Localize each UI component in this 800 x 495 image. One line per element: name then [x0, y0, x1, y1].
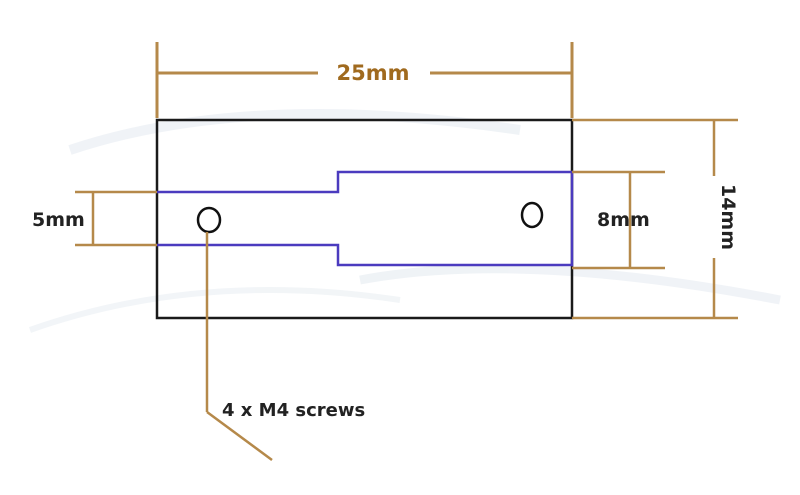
right-slot-label: 8mm [597, 209, 650, 231]
height-dimension [572, 118, 738, 320]
left-slot-dimension [75, 190, 157, 247]
screw-note: 4 x M4 screws [222, 400, 365, 421]
screw-leader [205, 232, 273, 462]
left-slot-label: 5mm [32, 209, 85, 231]
stepped-slot-outline [157, 170, 574, 267]
screw-hole-right [520, 201, 544, 229]
height-label: 14mm [717, 184, 739, 250]
watermark [29, 109, 781, 333]
width-dimension [155, 42, 574, 118]
right-slot-dimension [572, 170, 665, 270]
screw-hole-left [196, 206, 222, 234]
width-label: 25mm [337, 61, 410, 85]
